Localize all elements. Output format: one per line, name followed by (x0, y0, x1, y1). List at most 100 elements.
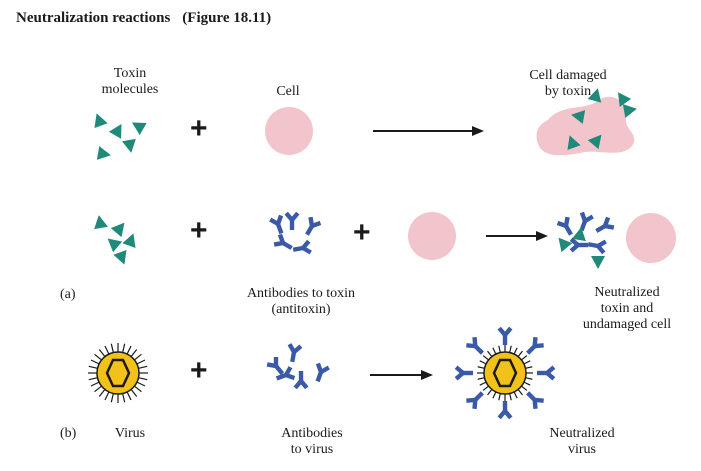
virus-spike (138, 365, 148, 369)
virus-spike (482, 355, 489, 361)
virus-spike (492, 391, 497, 399)
virus-spike (130, 389, 138, 397)
antibody (464, 334, 488, 359)
toxin-molecule (128, 116, 147, 136)
toxin-molecule (108, 120, 128, 139)
antibody (291, 239, 313, 258)
antibody (555, 215, 578, 239)
virus-spike (134, 385, 142, 393)
plus-sign: + (190, 112, 208, 145)
virus-spike (477, 377, 485, 380)
virus (88, 343, 148, 403)
virus-antibodies (264, 342, 331, 390)
virus-spike (513, 391, 518, 399)
antibody (497, 326, 513, 345)
antibody (284, 211, 300, 230)
antibody (592, 215, 616, 238)
toxin-molecules-label: Toxin molecules (101, 66, 159, 97)
plus-sign: + (353, 216, 371, 249)
virus-spike (136, 381, 146, 387)
antibody (522, 334, 546, 359)
virus-spike (98, 389, 106, 397)
toxin-molecule (122, 231, 140, 249)
toxin-molecule (91, 213, 108, 230)
antibody (310, 361, 331, 384)
title-text: Neutralization reactions (16, 10, 171, 26)
toxin-molecule (553, 233, 573, 253)
virus-spike (525, 366, 533, 369)
virus-spike (521, 385, 528, 391)
virus-spike (126, 391, 132, 401)
virus-spike (90, 381, 100, 387)
figure-title: Neutralization reactions(Figure 18.11) (16, 10, 271, 27)
virus-spike (482, 385, 489, 391)
virus-spike (94, 353, 102, 361)
antibody (497, 401, 513, 420)
plus-sign: + (190, 354, 208, 387)
reaction-arrow-row1 (373, 126, 484, 136)
toxin-molecule (103, 233, 123, 253)
toxin-molecule (90, 111, 108, 129)
neutralized-virus (454, 326, 556, 420)
virus-spike (130, 349, 138, 357)
virus-spike (88, 377, 98, 381)
virus-spike (94, 385, 102, 393)
neutralized-virus-label: Neutralized virus (549, 426, 615, 457)
virus-spike (122, 343, 126, 353)
antibody (522, 387, 546, 412)
virus-spike (104, 345, 110, 355)
virus-spike (513, 347, 518, 355)
virus-spike (523, 360, 531, 365)
antitoxin-antibodies (268, 211, 323, 258)
virus-spike (110, 393, 114, 403)
virus-spike (517, 389, 523, 396)
virus-spike (498, 393, 501, 401)
virus-spike (138, 377, 148, 381)
virus-spike (134, 353, 142, 361)
virus-antibodies-label: Antibodies to virus (281, 426, 343, 457)
virus-spike (523, 381, 531, 386)
toxin-molecule (96, 146, 113, 163)
virus-spike (525, 377, 533, 380)
antitoxin-label: Antibodies to toxin (antitoxin) (246, 286, 356, 317)
virus-spike (88, 365, 98, 369)
antibody (268, 213, 289, 236)
reaction-arrow-row2 (486, 231, 548, 241)
virus-spike (126, 345, 132, 355)
antibody (574, 210, 595, 233)
virus-spike (509, 345, 512, 353)
virus-spike (110, 343, 114, 353)
virus-spike (492, 347, 497, 355)
antibody (272, 232, 296, 255)
free-toxin-molecules-row2 (91, 213, 140, 267)
healthy-cell-row1 (265, 107, 313, 155)
panel-a-marker: (a) (60, 287, 76, 302)
virus-spike (487, 389, 493, 396)
neutralized-toxin-complex (553, 210, 616, 269)
virus-spike (90, 359, 100, 365)
antibody (454, 365, 473, 381)
virus-spike (98, 349, 106, 357)
panel-b-marker: (b) (60, 426, 77, 441)
virus-spike (517, 350, 523, 357)
antibody (293, 371, 309, 390)
plus-sign: + (190, 214, 208, 247)
antibody (284, 342, 303, 364)
virus-spike (136, 359, 146, 365)
antibody (300, 215, 323, 239)
antibody (586, 236, 608, 255)
toxin-molecule (122, 138, 139, 155)
virus-spike (479, 360, 487, 365)
toxin-molecule (113, 249, 131, 267)
reaction-arrow-row3 (370, 370, 433, 380)
toxin-molecule (591, 256, 605, 269)
damaged-cell-label: Cell damaged by toxin (529, 68, 607, 99)
virus-spike (479, 381, 487, 386)
antibody (464, 387, 488, 412)
cell-label: Cell (276, 84, 300, 99)
virus-spike (122, 393, 126, 403)
virus-label: Virus (114, 426, 146, 441)
toxin-molecule (110, 218, 130, 238)
virus-spike (104, 391, 110, 401)
